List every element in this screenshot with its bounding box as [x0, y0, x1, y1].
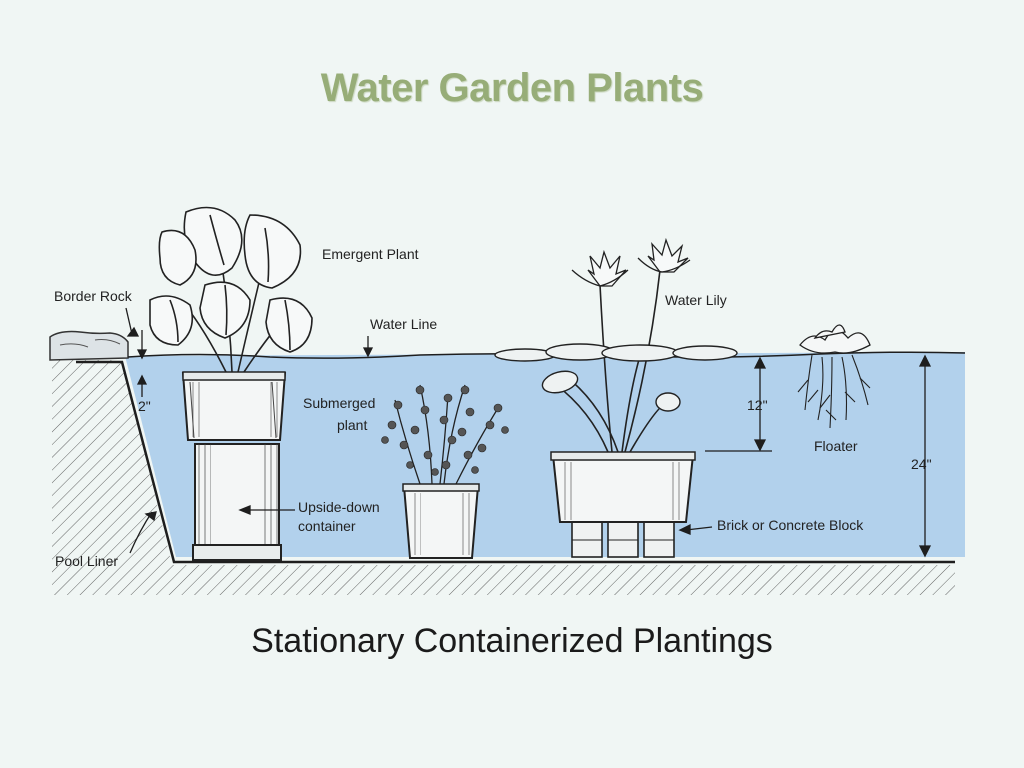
label-depth-12in: 12" [747, 397, 768, 413]
label-water-line: Water Line [370, 316, 437, 332]
label-upside-down-line1: Upside-down [298, 499, 380, 515]
border-rock [49, 330, 129, 361]
emergent-plant-assembly [181, 371, 287, 561]
water-lily [494, 237, 738, 558]
label-submerged-plant-line2: plant [337, 417, 367, 433]
emergent-plant-leaves [149, 206, 313, 373]
pond-water [125, 352, 965, 557]
soil-ground [52, 360, 955, 595]
label-submerged-plant-line1: Submerged [303, 395, 375, 411]
label-brick-block: Brick or Concrete Block [717, 517, 864, 533]
label-border-rock: Border Rock [54, 288, 133, 304]
label-upside-down-line2: container [298, 518, 356, 534]
label-depth-2in: 2" [138, 398, 151, 414]
submerged-plant [381, 384, 509, 559]
slide-title: Water Garden Plants [320, 66, 704, 110]
annotation-arrows [125, 307, 932, 558]
pool-liner-line [76, 360, 955, 564]
label-pool-liner: Pool Liner [55, 553, 118, 569]
diagram-labels: Border Rock Emergent Plant Water Line Wa… [54, 246, 932, 569]
floater-plant [797, 324, 871, 429]
label-emergent-plant: Emergent Plant [322, 246, 419, 262]
label-floater: Floater [814, 438, 858, 454]
slide-subtitle: Stationary Containerized Plantings [251, 622, 773, 660]
label-depth-24in: 24" [911, 456, 932, 472]
label-water-lily: Water Lily [665, 292, 727, 308]
